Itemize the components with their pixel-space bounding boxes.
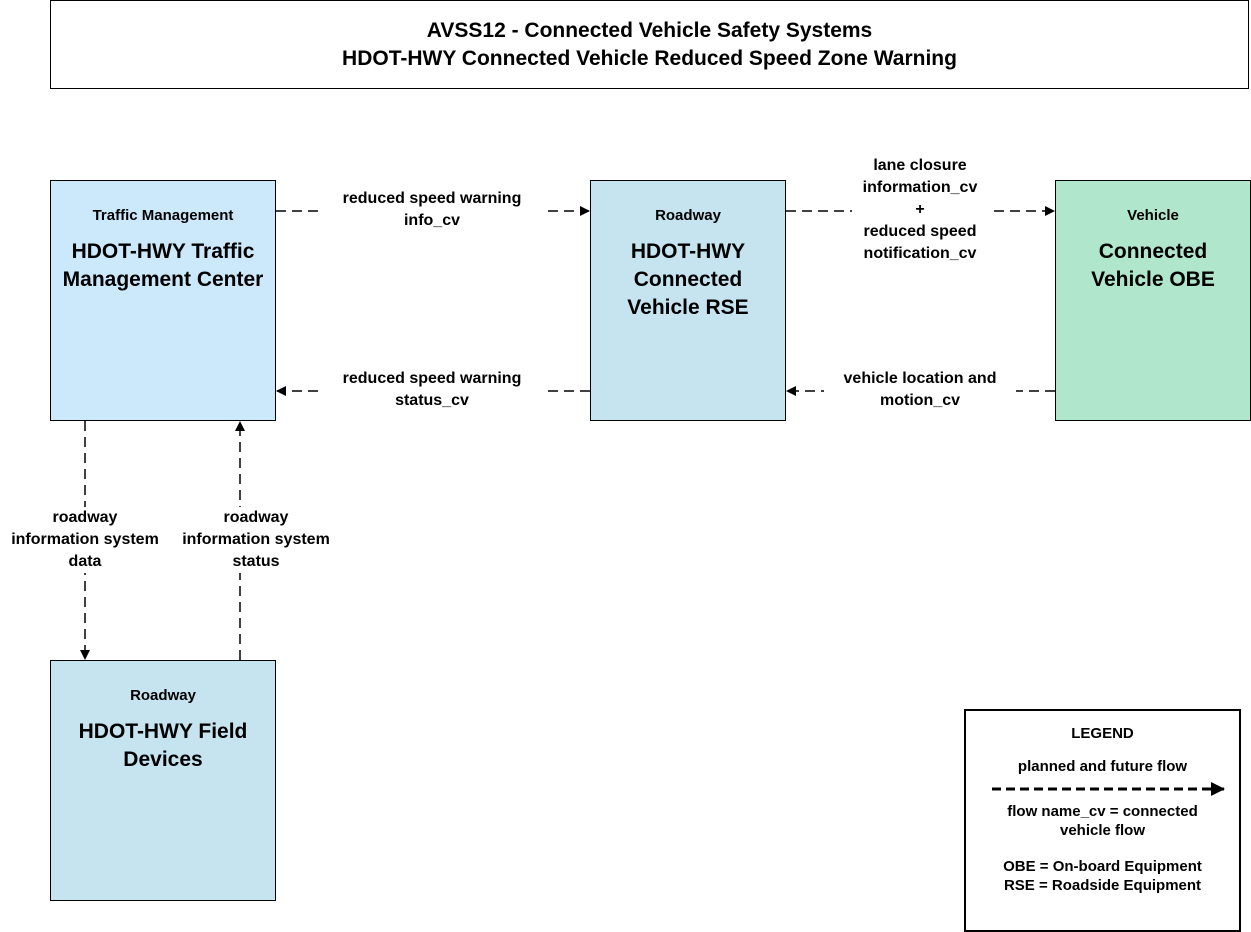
legend-box: LEGEND planned and future flow flow name… <box>964 709 1241 932</box>
flow-label-line: motion_cv <box>879 392 960 409</box>
flow-label-line: reduced speed warning <box>342 190 522 207</box>
title-line-1: AVSS12 - Connected Vehicle Safety System… <box>426 19 873 42</box>
flow-label-line: data <box>68 553 102 570</box>
legend-flow-arrow <box>992 782 1225 796</box>
legend-cv-line-2: vehicle flow <box>1059 822 1146 839</box>
node-category: Vehicle <box>1127 207 1179 224</box>
flow-label-rse-to-tmc: reduced speed warning status_cv <box>322 368 542 412</box>
node-field-devices: Roadway HDOT-HWY Field Devices <box>50 660 276 901</box>
node-name: Connected Vehicle OBE <box>1091 240 1215 291</box>
node-category: Roadway <box>130 687 196 704</box>
node-category: Traffic Management <box>92 207 234 224</box>
legend-heading: LEGEND <box>1071 725 1134 742</box>
flow-label-line: reduced speed warning <box>342 370 522 387</box>
node-connected-vehicle-obe: Vehicle Connected Vehicle OBE <box>1055 180 1251 421</box>
legend-cv-line-1: flow name_cv = connected <box>1007 803 1198 820</box>
flow-label-field-to-tmc: roadway information system status <box>170 507 342 573</box>
flow-label-line: information_cv <box>862 179 978 196</box>
flow-label-line: vehicle location and <box>843 370 997 387</box>
flow-label-rse-to-obe: lane closure information_cv + reduced sp… <box>852 155 988 265</box>
flow-label-line: roadway <box>52 509 118 526</box>
legend-flow-label: planned and future flow <box>1017 758 1188 775</box>
flow-label-tmc-to-field: roadway information system data <box>0 507 170 573</box>
flow-label-line: info_cv <box>403 212 460 229</box>
node-name: HDOT-HWY Field Devices <box>78 720 248 771</box>
flow-label-line: reduced speed <box>863 223 977 240</box>
legend-obe: OBE = On-board Equipment <box>1003 858 1202 875</box>
flow-label-line: information system <box>182 531 330 548</box>
node-name: HDOT-HWY Traffic Management Center <box>62 240 264 291</box>
flow-label-line: lane closure <box>873 157 967 174</box>
node-traffic-management-center: Traffic Management HDOT-HWY Traffic Mana… <box>50 180 276 421</box>
node-connected-vehicle-rse: Roadway HDOT-HWY Connected Vehicle RSE <box>590 180 786 421</box>
flow-label-line: notification_cv <box>863 245 977 262</box>
diagram-title: AVSS12 - Connected Vehicle Safety System… <box>50 0 1249 89</box>
flow-label-line: status <box>232 553 280 570</box>
flow-label-obe-to-rse: vehicle location and motion_cv <box>824 368 1016 412</box>
flow-label-line: status_cv <box>395 392 469 409</box>
flow-label-line: + <box>915 201 925 218</box>
node-category: Roadway <box>655 207 721 224</box>
flow-label-line: roadway <box>223 509 289 526</box>
node-name: HDOT-HWY Connected Vehicle RSE <box>627 240 749 319</box>
legend-rse: RSE = Roadside Equipment <box>1003 877 1202 894</box>
flow-label-line: information system <box>11 531 159 548</box>
title-line-2: HDOT-HWY Connected Vehicle Reduced Speed… <box>342 47 957 70</box>
flow-label-tmc-to-rse: reduced speed warning info_cv <box>322 188 542 232</box>
